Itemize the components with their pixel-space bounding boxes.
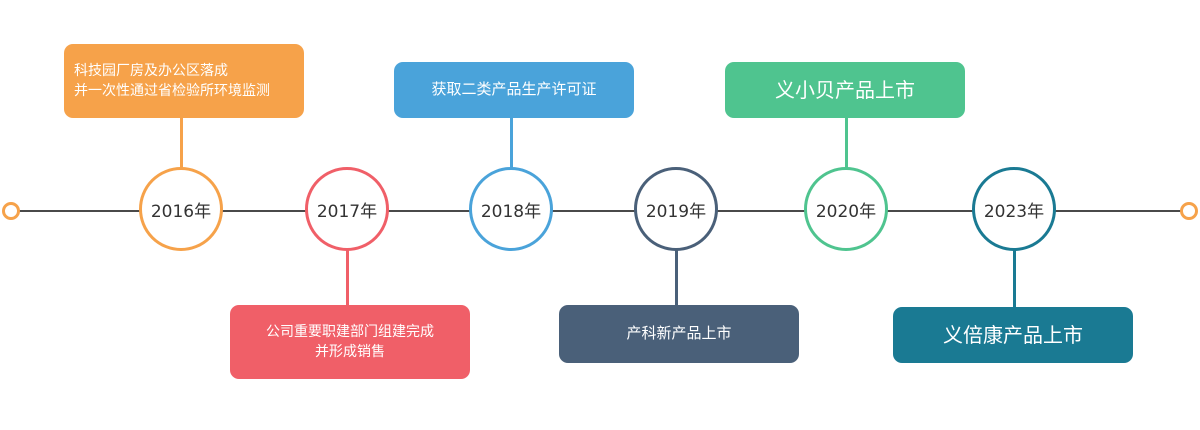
year-node-2023: 2023年 xyxy=(972,167,1056,251)
connector-line-2017 xyxy=(346,250,349,305)
connector-line-2023 xyxy=(1013,250,1016,307)
event-text-line: 公司重要职建部门组建完成 xyxy=(266,323,434,340)
event-text-line: 并形成销售 xyxy=(315,344,385,360)
event-box-2016: 科技园厂房及办公区落成并一次性通过省检验所环境监测 xyxy=(64,44,304,118)
year-node-2019: 2019年 xyxy=(634,167,718,251)
event-text-line: 科技园厂房及办公区落成 xyxy=(74,62,228,79)
event-box-2017: 公司重要职建部门组建完成并形成销售 xyxy=(230,305,470,379)
end-circle-icon xyxy=(1180,202,1198,220)
start-circle-icon xyxy=(2,202,20,220)
event-text-line: 获取二类产品生产许可证 xyxy=(431,80,597,99)
year-node-2020: 2020年 xyxy=(804,167,888,251)
event-text-line: 义倍康产品上市 xyxy=(943,322,1083,347)
timeline-axis xyxy=(18,210,1182,212)
connector-line-2016 xyxy=(180,118,183,170)
event-text-line: 产科新产品上市 xyxy=(626,324,732,343)
year-node-2017: 2017年 xyxy=(305,167,389,251)
event-box-2018: 获取二类产品生产许可证 xyxy=(394,62,634,118)
event-text-line: 并一次性通过省检验所环境监测 xyxy=(74,83,270,99)
event-box-2019: 产科新产品上市 xyxy=(559,305,799,363)
connector-line-2020 xyxy=(845,118,848,170)
year-node-2018: 2018年 xyxy=(469,167,553,251)
event-box-2023: 义倍康产品上市 xyxy=(893,307,1133,363)
connector-line-2018 xyxy=(510,118,513,170)
connector-line-2019 xyxy=(675,250,678,305)
year-node-2016: 2016年 xyxy=(139,167,223,251)
event-text-line: 义小贝产品上市 xyxy=(775,77,915,102)
event-box-2020: 义小贝产品上市 xyxy=(725,62,965,118)
